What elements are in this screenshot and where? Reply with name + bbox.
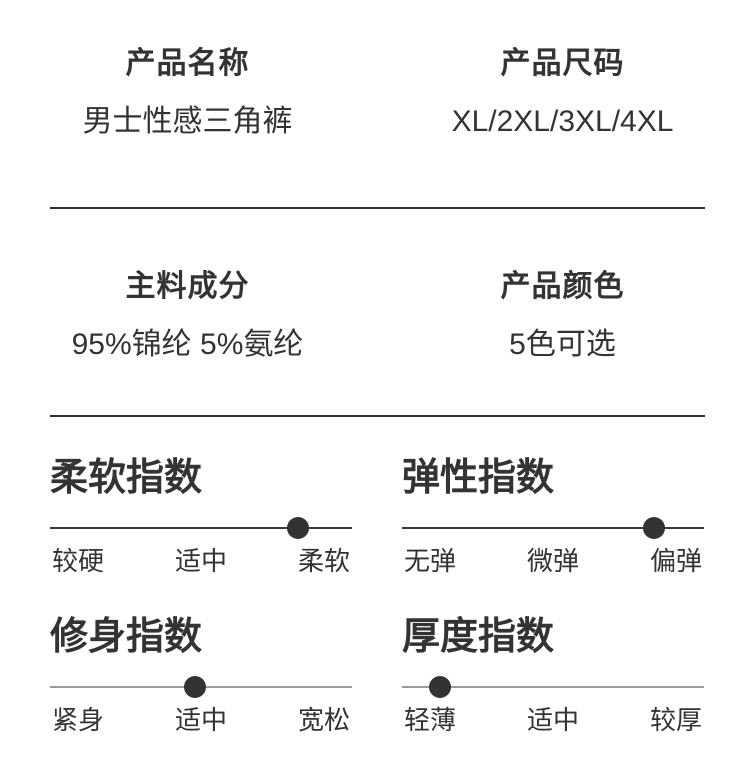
index-block-softness: 柔软指数 较硬 适中 柔软 xyxy=(50,458,352,575)
elasticity-slider-line xyxy=(402,527,704,529)
thickness-label-low: 轻薄 xyxy=(404,705,457,735)
index-block-thickness: 厚度指数 轻薄 适中 较厚 xyxy=(402,617,704,734)
thickness-slider xyxy=(402,676,704,698)
spec-section-name-size: 产品名称 男士性感三角裤 产品尺码 XL/2XL/3XL/4XL xyxy=(0,0,750,207)
fit-label-mid: 适中 xyxy=(174,705,227,735)
thickness-slider-dot xyxy=(428,676,451,698)
thickness-index-title: 厚度指数 xyxy=(402,616,555,658)
fit-label-low: 紧身 xyxy=(52,705,105,735)
fit-label-high: 宽松 xyxy=(297,705,350,735)
index-block-fit: 修身指数 紧身 适中 宽松 xyxy=(50,617,352,734)
softness-index-title: 柔软指数 xyxy=(50,457,203,499)
softness-slider xyxy=(50,517,352,539)
spec-color: 产品颜色 5色可选 xyxy=(375,271,750,415)
fit-labels: 紧身 适中 宽松 xyxy=(50,706,352,734)
divider-1 xyxy=(50,207,705,209)
elasticity-slider xyxy=(402,517,704,539)
index-block-elasticity: 弹性指数 无弹 微弹 偏弹 xyxy=(402,458,704,575)
fit-index-title: 修身指数 xyxy=(50,616,203,658)
spec-product-size: 产品尺码 XL/2XL/3XL/4XL xyxy=(375,48,750,207)
product-name-label: 产品名称 xyxy=(125,47,250,80)
softness-labels: 较硬 适中 柔软 xyxy=(50,547,352,575)
spec-material: 主料成分 95%锦纶 5%氨纶 xyxy=(0,271,375,415)
elasticity-label-low: 无弹 xyxy=(404,546,457,576)
product-size-value: XL/2XL/3XL/4XL xyxy=(451,105,674,138)
index-section: 柔软指数 较硬 适中 柔软 弹性指数 无弹 微弹 偏弹 xyxy=(0,417,750,734)
thickness-label-high: 较厚 xyxy=(649,705,702,735)
color-label: 产品颜色 xyxy=(500,270,625,303)
elasticity-index-title: 弹性指数 xyxy=(402,457,555,499)
spec-product-name: 产品名称 男士性感三角裤 xyxy=(0,48,375,207)
elasticity-label-high: 偏弹 xyxy=(649,546,702,576)
product-size-label: 产品尺码 xyxy=(500,47,625,80)
thickness-label-mid: 适中 xyxy=(526,705,579,735)
fit-slider xyxy=(50,676,352,698)
product-name-value: 男士性感三角裤 xyxy=(82,105,293,138)
spec-section-material-color: 主料成分 95%锦纶 5%氨纶 产品颜色 5色可选 xyxy=(0,209,750,415)
softness-label-low: 较硬 xyxy=(52,546,105,576)
material-label: 主料成分 xyxy=(125,270,250,303)
softness-label-mid: 适中 xyxy=(174,546,227,576)
elasticity-slider-dot xyxy=(643,517,666,539)
softness-slider-line xyxy=(50,527,352,529)
divider-2 xyxy=(50,415,705,417)
thickness-labels: 轻薄 适中 较厚 xyxy=(402,706,704,734)
material-value: 95%锦纶 5%氨纶 xyxy=(71,328,304,361)
elasticity-labels: 无弹 微弹 偏弹 xyxy=(402,547,704,575)
color-value: 5色可选 xyxy=(509,328,616,361)
fit-slider-dot xyxy=(183,676,206,698)
softness-label-high: 柔软 xyxy=(297,546,350,576)
softness-slider-dot xyxy=(286,517,309,539)
elasticity-label-mid: 微弹 xyxy=(526,546,579,576)
thickness-slider-line xyxy=(402,686,704,688)
